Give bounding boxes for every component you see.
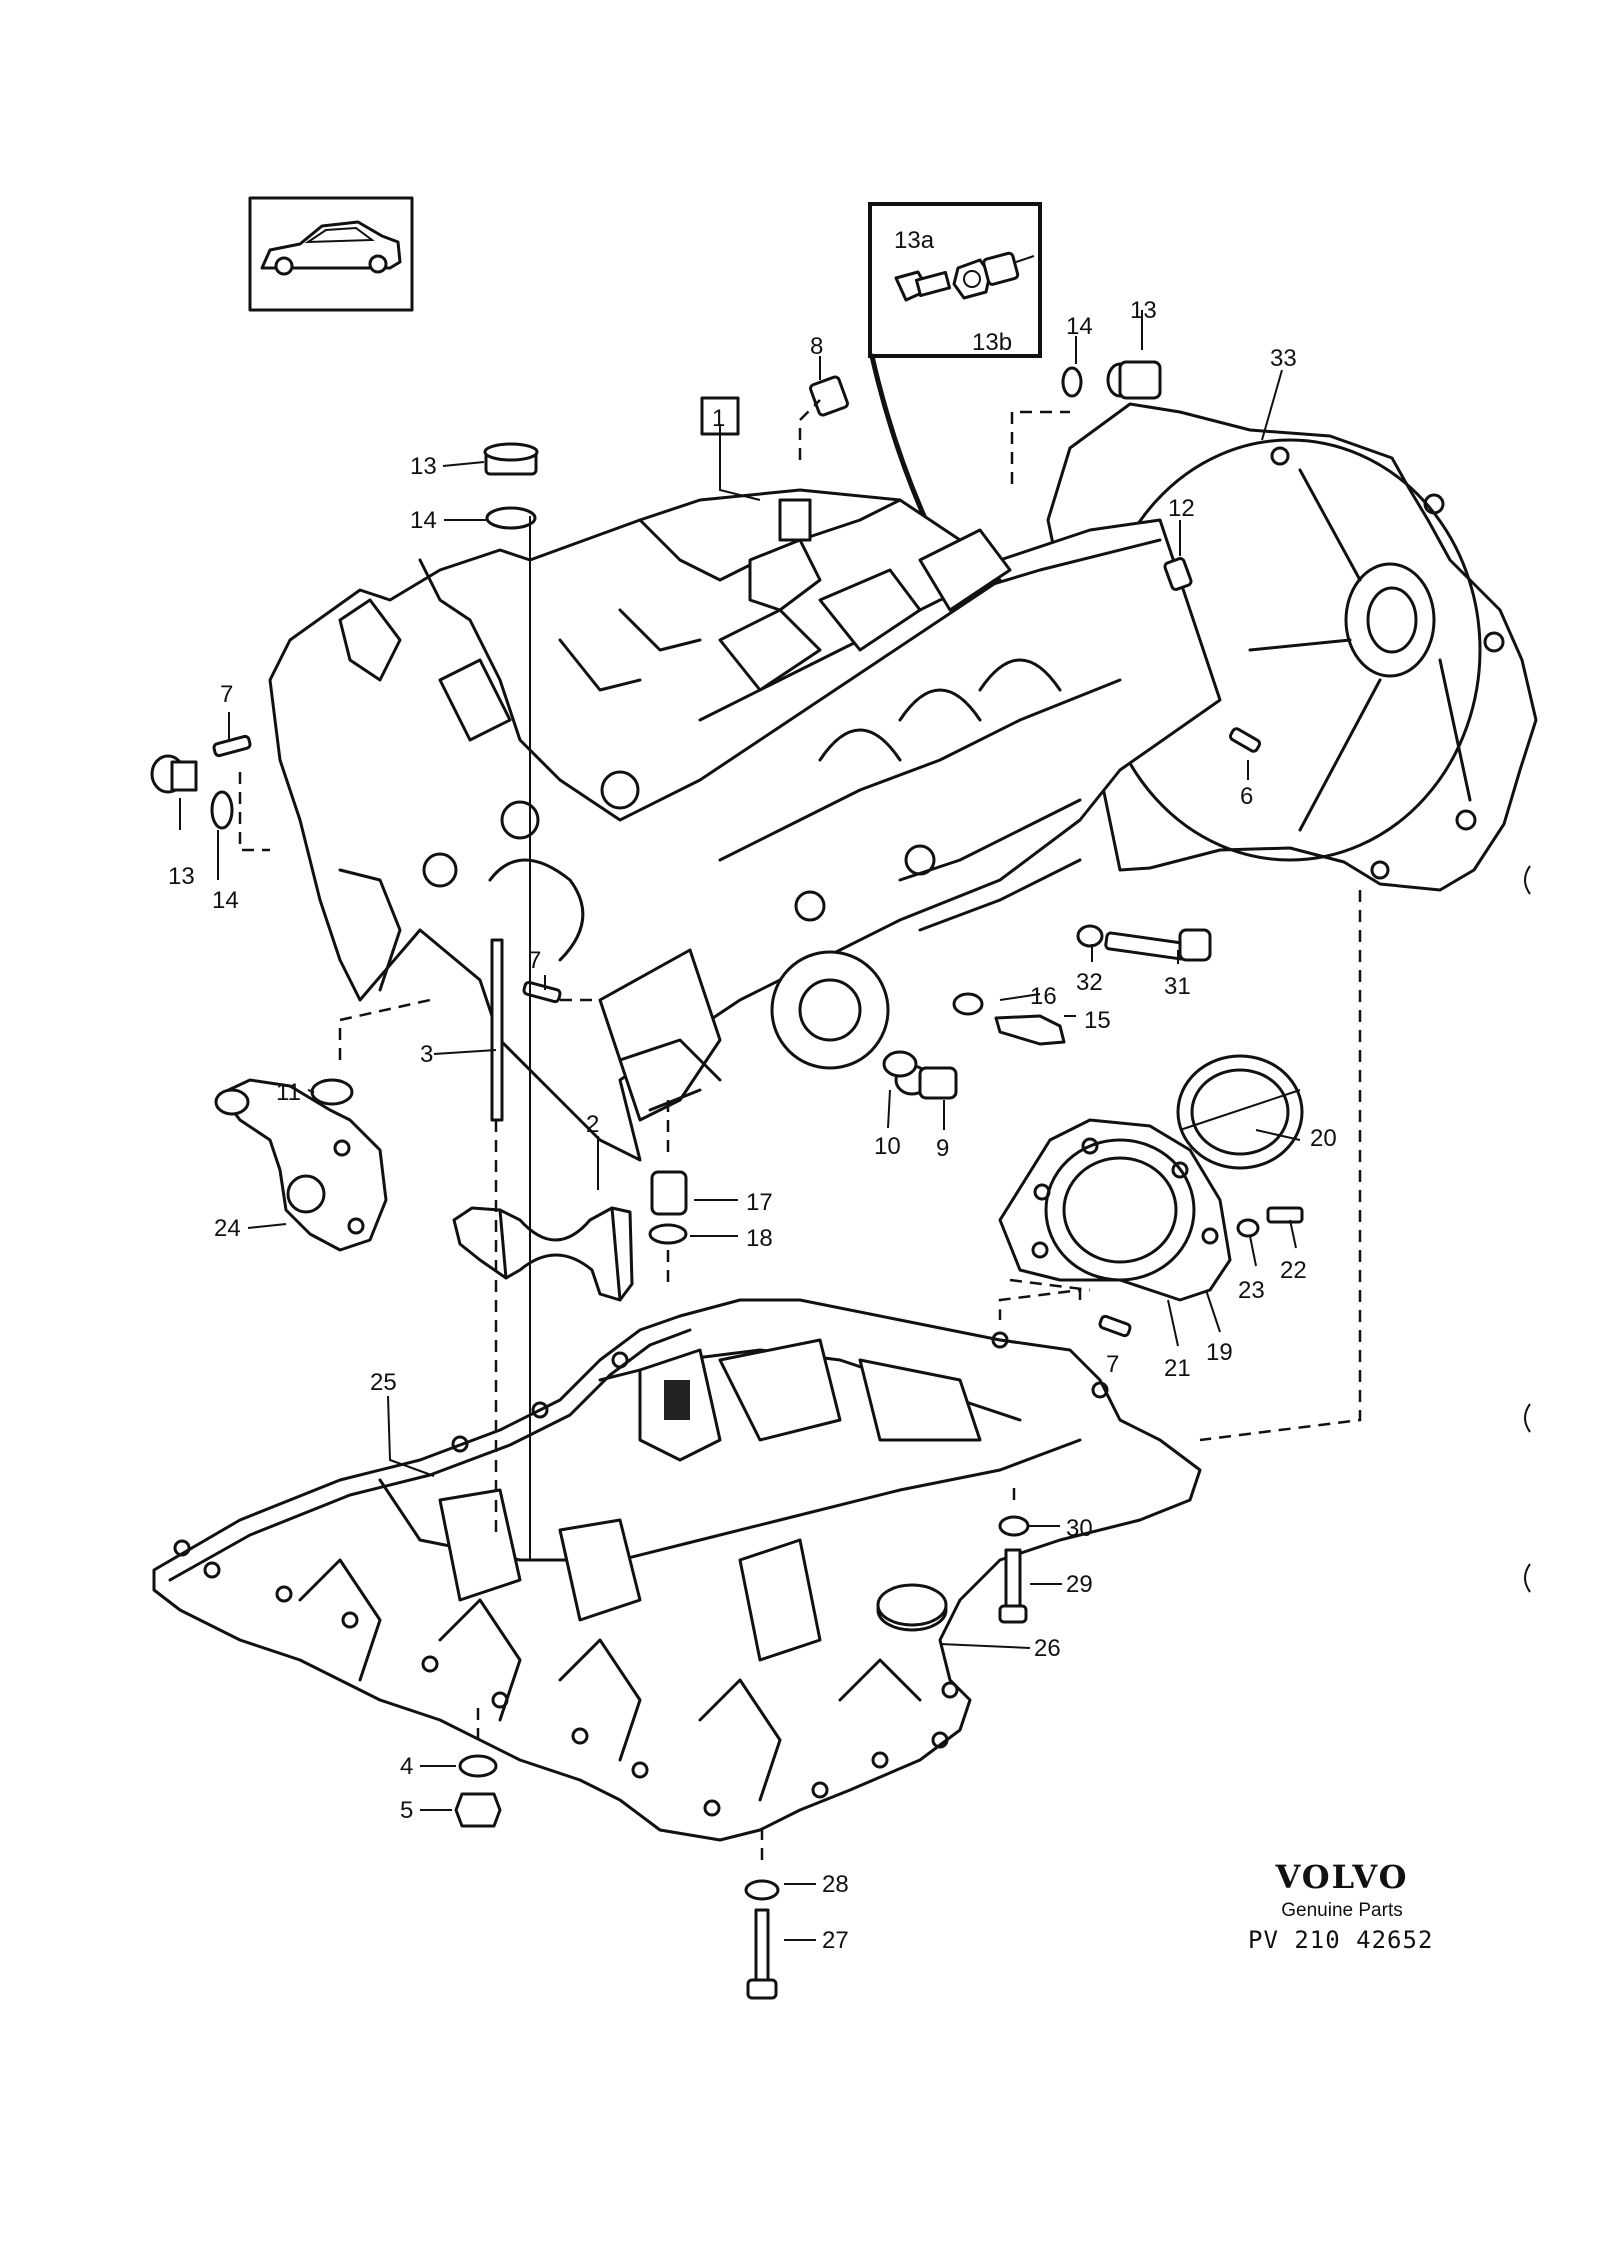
callout-14-left: 14 [212, 887, 239, 914]
callout-25: 25 [370, 1369, 397, 1396]
callout-22: 22 [1280, 1257, 1307, 1284]
callout-32: 32 [1076, 969, 1103, 996]
callout-6: 6 [1240, 783, 1253, 810]
callout-13-right: 13 [1130, 297, 1157, 324]
callout-16: 16 [1030, 983, 1057, 1010]
callout-18: 18 [746, 1225, 773, 1252]
oil-pan [152, 1298, 1202, 1842]
callout-4: 4 [400, 1753, 413, 1780]
callout-12: 12 [1168, 495, 1195, 522]
margin-marks [1524, 865, 1531, 1593]
callout-24: 24 [214, 1215, 241, 1242]
callout-13-left: 13 [168, 863, 195, 890]
vehicle-thumbnail [248, 196, 414, 312]
rear-seal-ring [1176, 1054, 1304, 1170]
callout-13a: 13a [894, 227, 935, 254]
callout-7-left: 7 [220, 681, 233, 708]
callout-23: 23 [1238, 1277, 1265, 1304]
callout-29: 29 [1066, 1571, 1093, 1598]
callout-33: 33 [1270, 345, 1297, 372]
callout-13b: 13b [972, 329, 1012, 356]
callout-20: 20 [1310, 1125, 1337, 1152]
callout-14-right: 14 [1066, 313, 1093, 340]
hardware-parts [150, 360, 1304, 2000]
genuine-parts-label: Genuine Parts [1281, 1900, 1403, 1921]
callout-30: 30 [1066, 1515, 1093, 1542]
callout-labels: 1 2 3 4 5 6 7 7 7 8 9 10 11 12 13 13 13 … [168, 227, 1337, 1954]
callout-2: 2 [586, 1111, 599, 1138]
rear-seal-housing [998, 1118, 1232, 1302]
callout-10: 10 [874, 1133, 901, 1160]
engine-block [268, 488, 1222, 1162]
callout-21: 21 [1164, 1355, 1191, 1382]
callout-7-right: 7 [1106, 1351, 1119, 1378]
volvo-logo: VOLVO [1275, 1858, 1409, 1896]
assembly-box-1 [700, 396, 740, 436]
callout-27: 27 [822, 1927, 849, 1954]
callout-26: 26 [1034, 1635, 1061, 1662]
leader-lines [179, 310, 1362, 1941]
callout-8: 8 [810, 333, 823, 360]
callout-3: 3 [420, 1041, 433, 1068]
callout-7-mid: 7 [528, 947, 541, 974]
callout-11: 11 [276, 1079, 301, 1106]
callout-31: 31 [1164, 973, 1191, 1000]
callout-15: 15 [1084, 1007, 1111, 1034]
callout-5: 5 [400, 1797, 413, 1824]
callout-13-top: 13 [410, 453, 437, 480]
callout-9: 9 [936, 1135, 949, 1162]
diagram-code: PV 210 42652 [1248, 1926, 1434, 1954]
callout-17: 17 [746, 1189, 773, 1216]
oil-pump-housing [214, 1078, 388, 1252]
callout-19: 19 [1206, 1339, 1233, 1366]
main-bearing-cap [452, 1206, 634, 1302]
bellhousing [1046, 402, 1538, 892]
callout-28: 28 [822, 1871, 849, 1898]
callout-1: 1 [712, 405, 725, 432]
callout-14-top: 14 [410, 507, 437, 534]
